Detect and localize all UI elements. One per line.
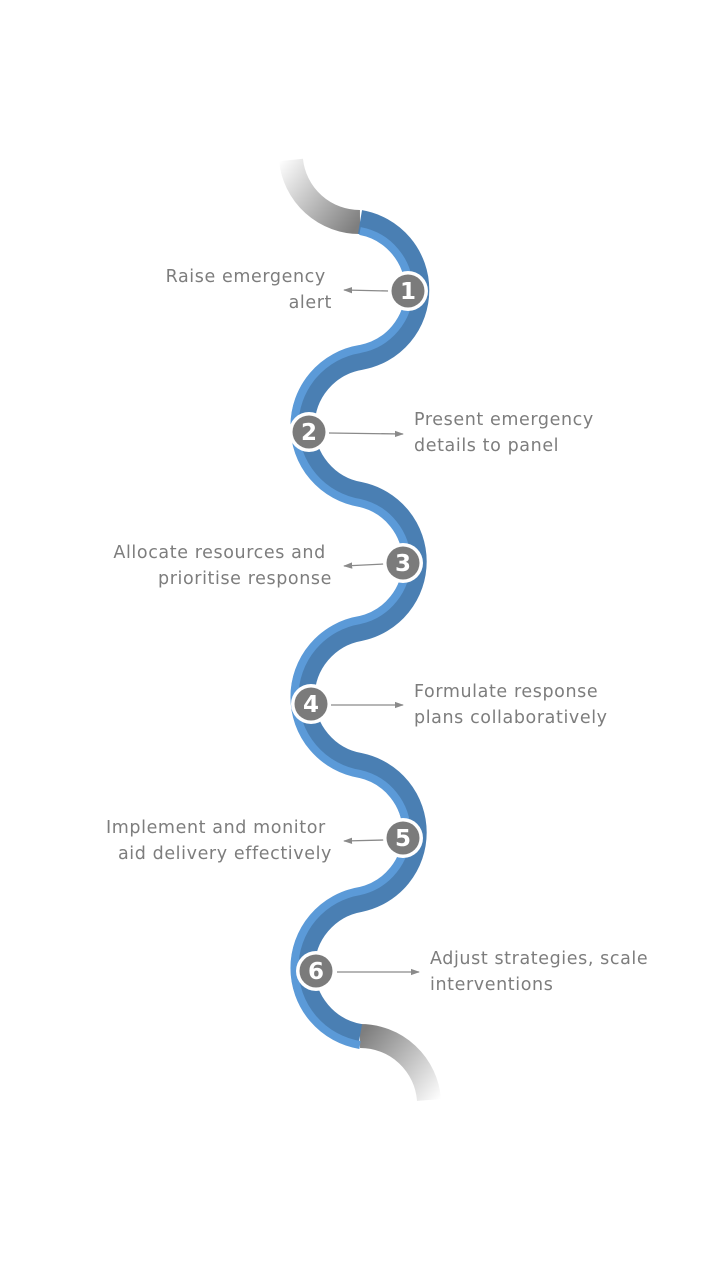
step-6-label-line-1: Adjust strategies, scale	[430, 949, 648, 969]
bottom-tail	[359, 1023, 441, 1102]
step-6-label-line-2: interventions	[430, 975, 553, 995]
step-5-badge	[386, 821, 420, 855]
step-3-label: Allocate resources and prioritise respon…	[113, 543, 332, 589]
arrow-1	[343, 286, 390, 294]
step-3-label-line-1: Allocate resources and	[113, 543, 325, 563]
step-2-label-line-1: Present emergency	[414, 410, 594, 430]
step-2-label: Present emergency details to panel	[414, 410, 600, 456]
step-1-label: Raise emergency alert	[166, 267, 332, 313]
step-3-number: 3	[395, 551, 411, 577]
step-6-label: Adjust strategies, scale interventions	[430, 949, 654, 995]
step-1-label-line-2: alert	[289, 293, 332, 313]
step-5-number: 5	[395, 826, 411, 852]
step-3-badge	[386, 546, 420, 580]
step-4-label-line-1: Formulate response	[414, 682, 598, 702]
step-4-badge	[294, 687, 328, 721]
step-1-number: 1	[400, 279, 416, 305]
step-4: 4 Formulate response plans collaborative…	[291, 682, 608, 728]
step-4-number: 4	[303, 692, 319, 718]
step-3: 3 Allocate resources and prioritise resp…	[113, 543, 423, 589]
step-3-label-line-2: prioritise response	[158, 569, 332, 589]
wave-path-outer	[290, 210, 430, 1048]
arrow-2	[328, 430, 404, 438]
step-4-label-line-2: plans collaboratively	[414, 708, 608, 728]
step-1-badge	[391, 274, 425, 308]
step-4-label: Formulate response plans collaboratively	[414, 682, 608, 728]
step-5-label-line-2: aid delivery effectively	[118, 844, 332, 864]
step-5-label-line-1: Implement and monitor	[106, 818, 326, 838]
step-5: 5 Implement and monitor aid delivery eff…	[106, 818, 423, 864]
step-2: 2 Present emergency details to panel	[289, 410, 600, 456]
top-tail	[279, 158, 361, 235]
arrow-3	[343, 562, 385, 569]
step-1: 1 Raise emergency alert	[166, 267, 428, 313]
wave-path-inner	[290, 227, 414, 1049]
step-1-label-line-1: Raise emergency	[166, 267, 326, 287]
step-6-badge	[299, 954, 333, 988]
step-2-badge	[292, 415, 326, 449]
step-2-number: 2	[301, 420, 317, 446]
step-6-number: 6	[308, 959, 324, 985]
step-6: 6 Adjust strategies, scale interventions	[296, 949, 654, 995]
step-5-label: Implement and monitor aid delivery effec…	[106, 818, 332, 864]
step-2-label-line-2: details to panel	[414, 436, 559, 456]
arrow-5	[343, 837, 385, 844]
